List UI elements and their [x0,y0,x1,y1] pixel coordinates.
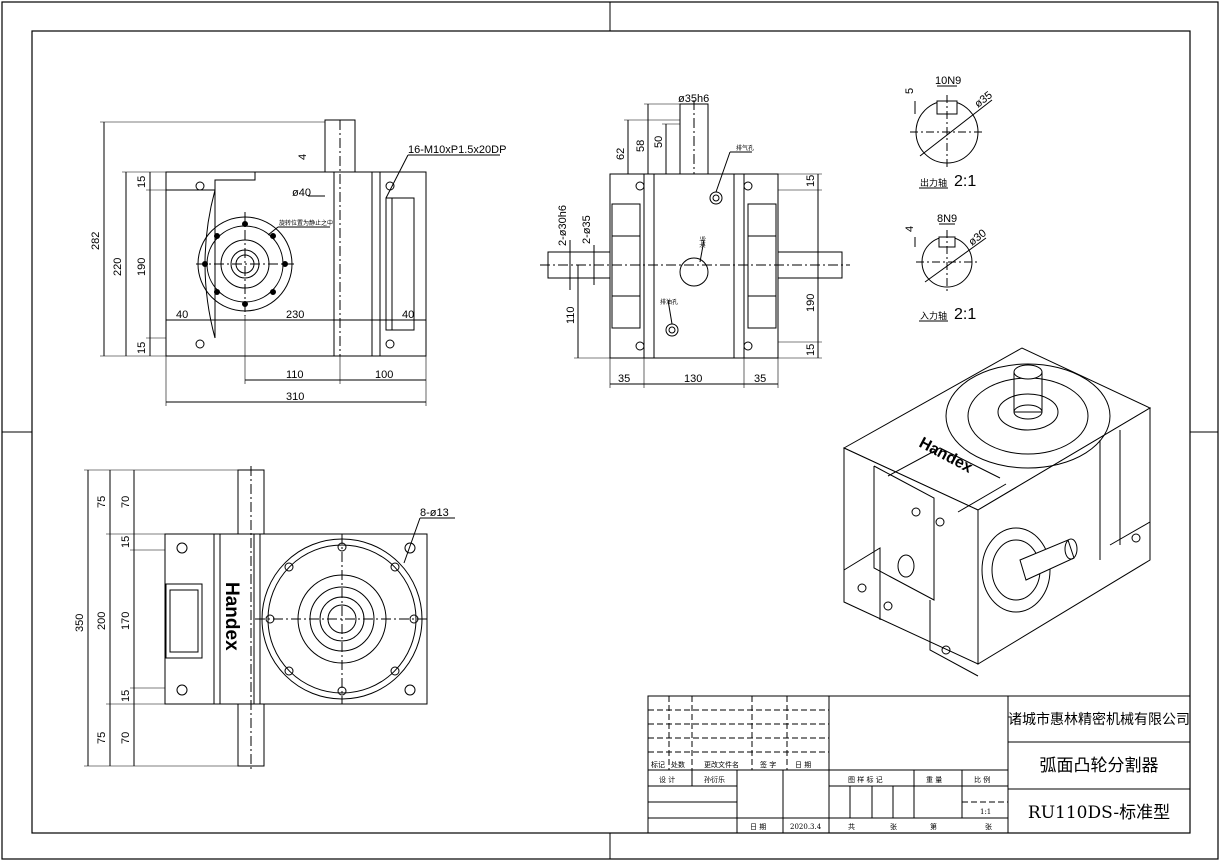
rotate-note: 旋转位置为静止之中 [279,219,333,227]
title-block: 标记 处数 更改文件名 签 字 日 期 设 计 孙衍乐 图 样 标 记 重 量 … [647,695,1191,834]
holes-note: 8-ø13 [420,507,449,519]
dim-110-side: 110 [565,306,577,324]
bottom-view [84,466,455,770]
bottom-brand: Handex [221,582,242,651]
scale-value: 1:1 [980,808,991,816]
input-shaft-detail [914,223,987,322]
dim-d40: ø40 [292,187,311,199]
side-view [540,100,850,388]
out-scale: 2:1 [954,173,976,190]
stage-label: 图 样 标 记 [848,775,883,784]
drain-label: 排油孔 [660,298,678,306]
date-label: 日 期 [750,823,766,831]
col-count: 处数 [671,760,685,769]
col-doc: 更改文件名 [704,760,739,769]
in-dia: ø30 [966,227,988,248]
dim-190: 190 [136,258,148,276]
dim-15-side-top: 15 [805,175,817,187]
dim-170: 170 [120,612,132,630]
dim-130: 130 [684,373,702,385]
side-view-labels: ø35h6 62 58 50 2-ø30h6 2-ø35 110 15 190 … [557,93,817,385]
dim-282: 282 [90,232,102,250]
dim-2-d30h6: 2-ø30h6 [557,205,569,246]
dim-70-top: 70 [120,496,132,508]
dim-200: 200 [96,612,108,630]
out-key-depth: 5 [904,88,916,94]
front-view-labels: 16-M10xP1.5x20DP 旋转位置为静止之中 282 220 190 1… [90,144,506,403]
scale-label: 比 例 [974,775,990,784]
dim-15-top: 15 [136,176,148,188]
dim-40-left: 40 [176,309,188,321]
dim-4: 4 [297,154,309,160]
dim-40-right: 40 [402,309,414,321]
col-mark: 标记 [651,760,665,769]
no-unit: 张 [985,822,992,831]
dim-350: 350 [74,614,86,632]
dim-15-bv-bottom: 15 [120,690,132,702]
no-label: 第 [930,822,937,831]
dim-100: 100 [375,369,393,381]
dim-15-side-bottom: 15 [805,344,817,356]
vent-label: 排气孔 [736,144,754,152]
design-label: 设 计 [659,775,675,784]
in-key-depth: 4 [904,226,916,232]
company-name: 诸城市惠林精密机械有限公司 [1008,711,1190,728]
output-shaft-detail [910,85,993,189]
dim-shaft-35h6: ø35h6 [678,93,709,105]
in-scale: 2:1 [954,306,976,323]
tap-note: 16-M10xP1.5x20DP [408,144,506,156]
dim-35-left: 35 [618,373,630,385]
front-view [100,119,500,406]
dim-220: 220 [112,258,124,276]
dim-75-bottom: 75 [96,732,108,744]
oil-label: 油标 [699,236,707,248]
col-date: 日 期 [795,761,811,769]
weight-label: 重 量 [926,776,942,784]
out-label: 出力轴 [920,177,947,188]
dim-62: 62 [615,148,627,160]
dim-310: 310 [286,391,304,403]
dim-230: 230 [286,309,304,321]
dim-2-d35: 2-ø35 [581,215,593,244]
date-value: 2020.3.4 [790,823,822,831]
dim-35-right: 35 [754,373,766,385]
in-key-width: 8N9 [937,213,957,225]
col-sign: 签 字 [760,760,776,769]
dim-110: 110 [286,369,304,381]
dim-190-side: 190 [805,294,817,312]
in-label: 入力轴 [920,310,947,321]
total-label: 共 [848,822,855,831]
dim-70-bottom: 70 [120,732,132,744]
dim-58: 58 [635,140,647,152]
isometric-view [842,347,1152,677]
input-detail-labels: 8N9 ø30 4 入力轴 2:1 [904,213,989,323]
model-name: RU110DS-标准型 [1028,803,1170,823]
bottom-view-labels: 8-ø13 Handex 350 75 70 15 200 170 15 75 … [74,496,449,744]
dim-75-top: 75 [96,496,108,508]
designer: 孙衍乐 [704,775,725,784]
out-key-width: 10N9 [935,75,961,87]
sheet-unit: 张 [890,822,897,831]
dim-50: 50 [653,136,665,148]
dim-15-bv-top: 15 [120,536,132,548]
product-name: 弧面凸轮分割器 [1040,756,1159,776]
dim-15-bottom: 15 [136,342,148,354]
out-dia: ø35 [972,89,994,110]
